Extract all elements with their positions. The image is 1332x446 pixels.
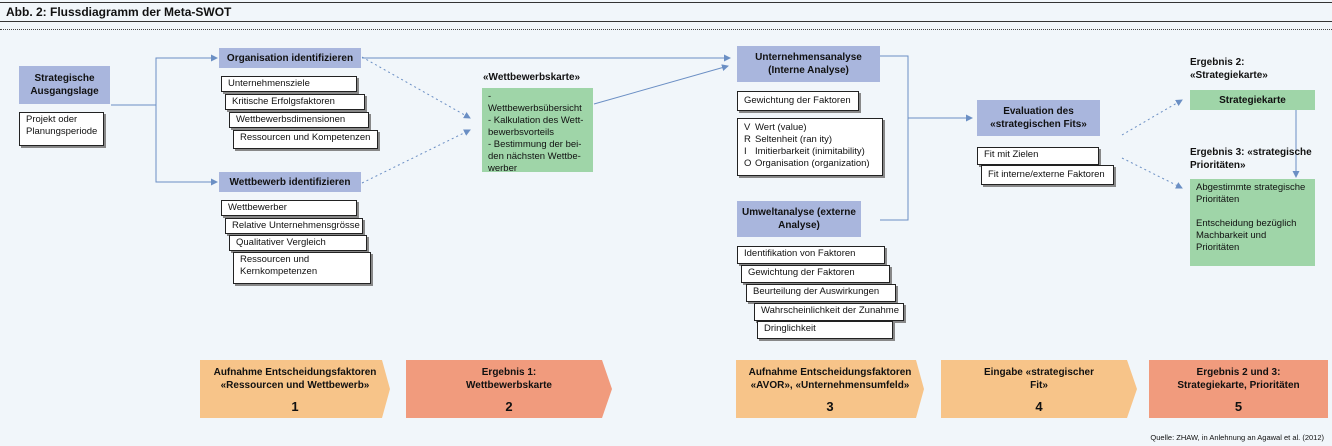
box-strategiekarte: Strategiekarte (1190, 90, 1315, 110)
label-ergebnis-2: Ergebnis 2: «Strategiekarte» (1190, 57, 1268, 81)
step-1-text: Aufnahme Entscheidungsfaktoren «Ressourc… (213, 366, 377, 391)
map-bullet-3: - Bestimmung der bei-den nächsten Wettbe… (488, 139, 582, 174)
card-ext-5: Dringlichkeit (757, 321, 893, 339)
step-2-text: Ergebnis 1: Wettbewerbskarte (466, 366, 552, 391)
title-rule (0, 21, 1332, 22)
heading-organisation: Organisation identifizieren (219, 48, 361, 68)
step-2-number: 2 (505, 398, 513, 414)
card-ext-1: Identifikation von Faktoren (737, 246, 885, 264)
card-org-4: Ressourcen und Kompetenzen (233, 130, 378, 149)
top-rule (0, 2, 1332, 3)
step-5-text: Ergebnis 2 und 3: Strategiekarte, Priori… (1177, 366, 1300, 391)
card-ext-3: Beurteilung der Auswirkungen (746, 284, 896, 302)
step-4: Eingabe «strategischer Fit» 4 (941, 360, 1137, 418)
card-projekt: Projekt oder Planungsperiode (19, 112, 104, 146)
step-3-text: Aufnahme Entscheidungsfaktoren «AVOR», «… (748, 366, 912, 391)
box-prioritaeten: Abgestimmte strategische Prioritäten Ent… (1190, 179, 1315, 266)
card-ext-4: Wahrscheinlichkeit der Zunahme (754, 303, 904, 321)
step-5-number: 5 (1234, 398, 1243, 414)
step-3: Aufnahme Entscheidungsfaktoren «AVOR», «… (736, 360, 924, 418)
step-3-number: 3 (826, 398, 834, 414)
heading-externe-analyse: Umweltanalyse (externe Analyse) (737, 201, 861, 237)
heading-interne-analyse: Unternehmensanalyse (Interne Analyse) (737, 46, 880, 82)
card-comp-2: Relative Unternehmensgrösse (225, 218, 363, 234)
prio-para-1: Abgestimmte strategische Prioritäten (1196, 182, 1306, 205)
card-ext-2: Gewichtung der Faktoren (741, 265, 890, 283)
card-comp-3: Qualitativer Vergleich (229, 235, 367, 251)
map-bullet-1: - Wettbewerbsübersicht (488, 91, 582, 114)
card-gewichtung: Gewichtung der Faktoren (737, 91, 859, 111)
card-comp-1: Wettbewerber (221, 200, 357, 216)
source-note: Quelle: ZHAW, in Anlehnung an Agawal et … (1150, 433, 1324, 442)
card-org-1: Unternehmensziele (221, 76, 357, 92)
heading-ausgangslage: Strategische Ausgangslage (19, 66, 110, 104)
heading-wettbewerb: Wettbewerb identifizieren (219, 172, 361, 192)
map-bullet-2: - Kalkulation des Wett-bewerbsvorteils (488, 115, 584, 138)
step-1-number: 1 (291, 398, 299, 414)
step-4-text: Eingabe «strategischer Fit» (983, 366, 1095, 391)
card-fit-2: Fit interne/externe Faktoren (981, 165, 1114, 185)
step-2: Ergebnis 1: Wettbewerbskarte 2 (406, 360, 612, 418)
card-org-2: Kritische Erfolgsfaktoren (225, 94, 365, 110)
card-comp-4: Ressourcen und Kernkompetenzen (233, 252, 371, 284)
heading-fit: Evaluation des «strategischen Fits» (977, 100, 1100, 136)
step-1: Aufnahme Entscheidungsfaktoren «Ressourc… (200, 360, 390, 418)
dotted-divider (0, 29, 1332, 30)
card-org-3: Wettbewerbsdimensionen (229, 112, 369, 128)
step-4-number: 4 (1035, 398, 1043, 414)
prio-para-2: Entscheidung bezüglich Machbarkeit und P… (1196, 218, 1297, 253)
label-wettbewerbskarte: «Wettbewerbskarte» (483, 72, 581, 83)
box-wettbewerbskarte: - Wettbewerbsübersicht - Kalkulation des… (482, 88, 593, 174)
label-ergebnis-3: Ergebnis 3: «strategische Prioritäten» (1190, 147, 1312, 171)
figure-title: Abb. 2: Flussdiagramm der Meta-SWOT (6, 5, 232, 19)
step-5: Ergebnis 2 und 3: Strategiekarte, Priori… (1149, 360, 1328, 418)
card-fit-1: Fit mit Zielen (977, 147, 1099, 165)
